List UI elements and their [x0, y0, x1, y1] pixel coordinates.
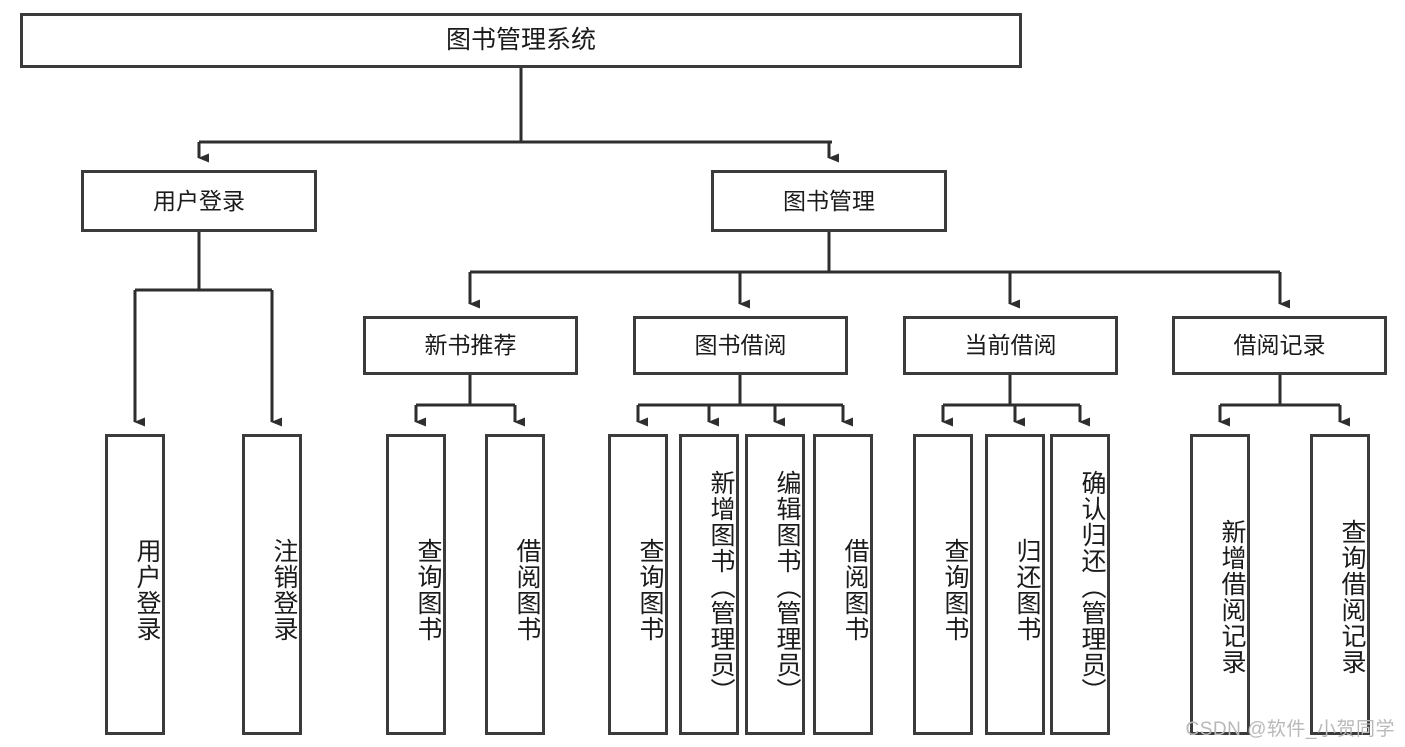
node-label: 图书管理 [783, 187, 875, 214]
node-user-login[interactable]: 用户登录 [81, 170, 317, 232]
leaf-node[interactable]: 新增图书（管理员） [679, 434, 739, 735]
leaf-node[interactable]: 查询图书 [913, 434, 973, 735]
node-new-book-recommend[interactable]: 新书推荐 [363, 316, 578, 375]
node-current-borrow[interactable]: 当前借阅 [903, 316, 1118, 375]
leaf-node[interactable]: 查询图书 [608, 434, 668, 735]
watermark: CSDN @软件_小贺同学 [1185, 719, 1395, 740]
node-root-system[interactable]: 图书管理系统 [20, 13, 1022, 68]
leaf-node[interactable]: 确认归还（管理员） [1050, 434, 1110, 735]
node-book-management[interactable]: 图书管理 [711, 170, 947, 232]
node-label: 查询图书 [636, 537, 664, 642]
node-label: 用户登录 [133, 537, 161, 642]
node-label: 新增图书（管理员） [707, 469, 735, 704]
leaf-node[interactable]: 归还图书 [985, 434, 1045, 735]
node-label: 借阅图书 [841, 537, 869, 642]
leaf-node[interactable]: 用户登录 [105, 434, 165, 735]
node-label: 归还图书 [1013, 537, 1041, 642]
node-label: 查询图书 [414, 537, 442, 642]
node-book-borrow[interactable]: 图书借阅 [633, 316, 848, 375]
node-borrow-record[interactable]: 借阅记录 [1172, 316, 1387, 375]
node-label: 用户登录 [153, 187, 245, 214]
leaf-node[interactable]: 借阅图书 [813, 434, 873, 735]
node-label: 当前借阅 [964, 332, 1057, 359]
leaf-node[interactable]: 编辑图书（管理员） [745, 434, 805, 735]
node-label: 注销登录 [270, 537, 298, 642]
node-label: 新书推荐 [424, 332, 517, 359]
leaf-node[interactable]: 查询图书 [386, 434, 446, 735]
node-label: 借阅图书 [513, 537, 541, 642]
node-label: 查询借阅记录 [1338, 518, 1366, 675]
node-label: 新增借阅记录 [1218, 518, 1246, 675]
node-label: 借阅记录 [1233, 332, 1326, 359]
node-label: 图书借阅 [694, 332, 787, 359]
leaf-node[interactable]: 查询借阅记录 [1310, 434, 1370, 735]
node-label: 编辑图书（管理员） [773, 469, 801, 704]
leaf-node[interactable]: 注销登录 [242, 434, 302, 735]
node-label: 确认归还（管理员） [1078, 469, 1106, 704]
node-label: 查询图书 [941, 537, 969, 642]
leaf-node[interactable]: 借阅图书 [485, 434, 545, 735]
node-label: 图书管理系统 [445, 25, 596, 54]
leaf-node[interactable]: 新增借阅记录 [1190, 434, 1250, 735]
